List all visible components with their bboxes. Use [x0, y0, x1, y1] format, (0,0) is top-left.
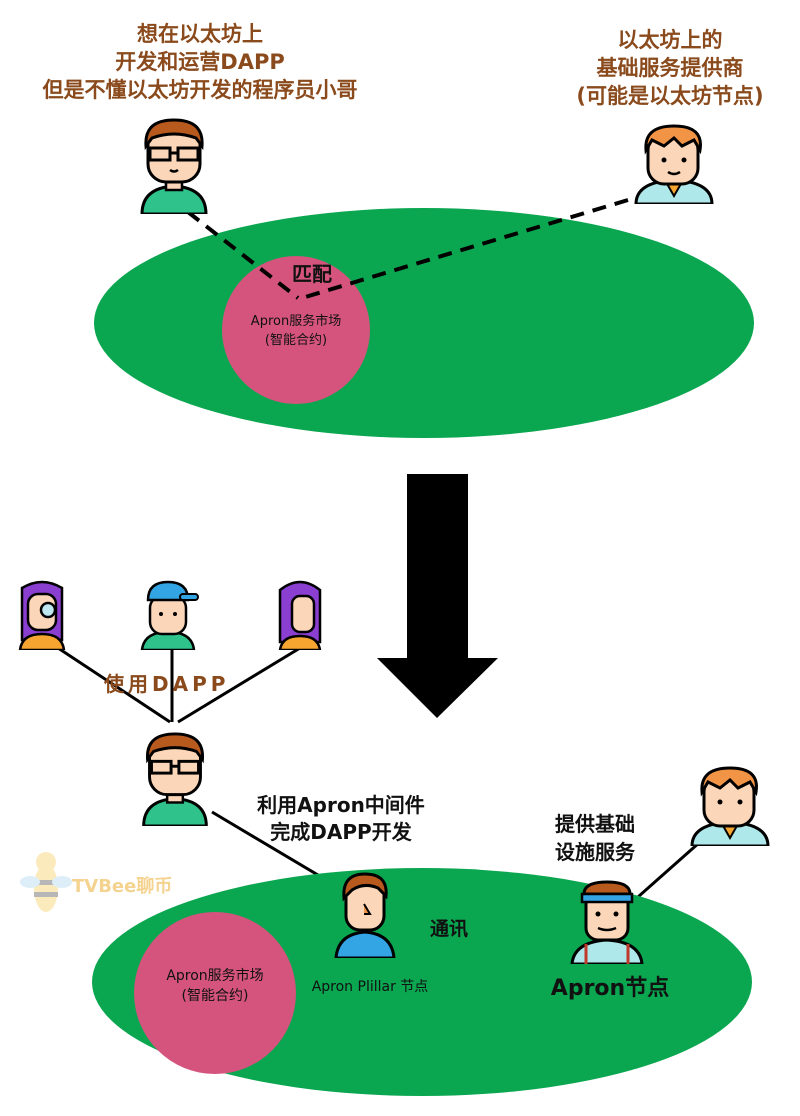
comm-label: 通讯: [429, 918, 468, 940]
user-boy-cap-avatar: [140, 580, 199, 650]
infra-caption-line: 设施服务: [555, 840, 635, 864]
apron-node-avatar: [570, 880, 644, 964]
developer-match-dashed-line: [186, 210, 300, 300]
provider-match-dashed-line: [301, 198, 629, 300]
provider-caption-line: 基础服务提供商: [596, 56, 744, 80]
provider-caption: 以太坊上的 基础服务提供商 (可能是以太坊节点): [540, 26, 800, 110]
market-label-line: (智能合约): [264, 333, 328, 348]
dev-caption-line: 利用Apron中间件: [257, 793, 425, 817]
dev-caption-line: 完成DAPP开发: [270, 820, 412, 844]
watermark-text: TVBee聊币: [72, 876, 173, 897]
market-circle-bottom: [134, 912, 296, 1074]
pillar-node-label: Apron Plillar 节点: [311, 979, 429, 995]
market-label-line: Apron服务市场: [250, 314, 342, 329]
user-girl-longhair-avatar: [278, 580, 322, 650]
market-label-line: Apron服务市场: [166, 968, 264, 984]
provider-avatar-top: [634, 124, 714, 204]
infra-caption: 提供基础 设施服务: [530, 810, 660, 866]
pillar-node-avatar: [334, 872, 396, 958]
developer-avatar-bottom: [142, 732, 208, 826]
bee-logo-icon: [20, 852, 72, 912]
provider-caption-line: 以太坊上的: [617, 28, 723, 52]
developer-caption: 想在以太坊上 开发和运营DAPP 但是不懂以太坊开发的程序员小哥: [0, 20, 400, 104]
ethereum-oval-top: [94, 208, 754, 438]
developer-caption-line: 想在以太坊上: [137, 22, 263, 46]
infra-caption-line: 提供基础: [555, 812, 635, 836]
user3-line: [177, 646, 301, 724]
market-label-top: Apron服务市场 (智能合约): [222, 312, 370, 350]
developer-avatar-top: [140, 118, 208, 214]
market-label-line: (智能合约): [181, 988, 249, 1004]
market-circle-top: [222, 256, 370, 404]
developer-caption-line: 但是不懂以太坊开发的程序员小哥: [42, 78, 358, 102]
provider-caption-line: (可能是以太坊节点): [576, 84, 764, 108]
infra-provider-avatar: [690, 766, 770, 846]
down-arrow: [377, 474, 498, 718]
match-label: 匹配: [292, 262, 332, 286]
dev-caption: 利用Apron中间件 完成DAPP开发: [236, 792, 446, 846]
use-dapp-label: 使用DAPP: [104, 672, 230, 696]
market-label-bottom: Apron服务市场 (智能合约): [134, 966, 296, 1006]
infra-node-line: [629, 840, 701, 906]
user1-line: [57, 646, 171, 724]
user-girl-purple-avatar: [18, 580, 66, 650]
apron-node-label: Apron节点: [550, 976, 670, 1001]
developer-caption-line: 开发和运营DAPP: [115, 50, 285, 74]
